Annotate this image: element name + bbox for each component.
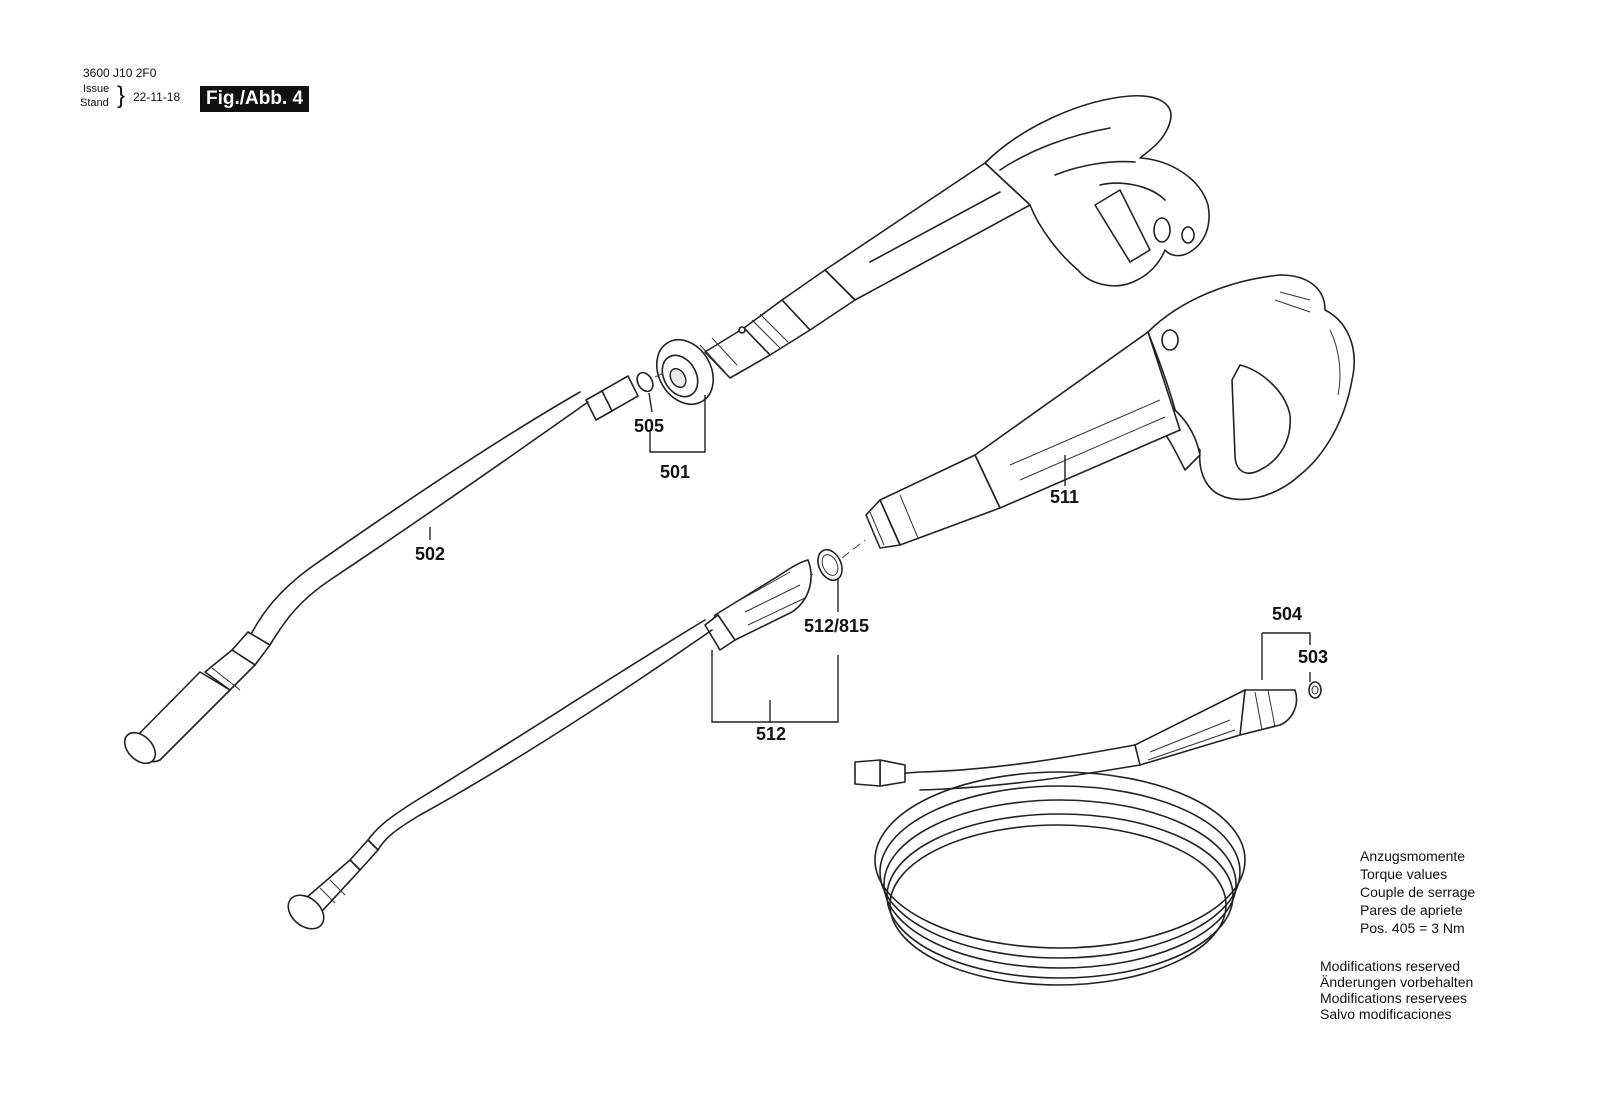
callout-503: 503 bbox=[1298, 647, 1328, 667]
document-number: 3600 J10 2F0 bbox=[83, 66, 157, 80]
issue-date: 22-11-18 bbox=[133, 90, 181, 104]
torque-note-line: Pares de apriete bbox=[1360, 902, 1463, 918]
lance-512 bbox=[287, 559, 812, 930]
callout-501: 501 bbox=[660, 462, 690, 482]
callout-512-815: 512/815 bbox=[804, 616, 869, 636]
stand-label: Stand bbox=[80, 97, 109, 109]
callout-502: 502 bbox=[415, 544, 445, 564]
figure-label: Fig./Abb. 4 bbox=[200, 86, 310, 112]
spray-gun-511 bbox=[865, 274, 1355, 549]
issue-label: Issue bbox=[83, 83, 110, 95]
header-brace: } bbox=[117, 82, 126, 109]
callout-511: 511 bbox=[1050, 487, 1079, 507]
modifications-note-line: Modifications reservees bbox=[1320, 990, 1468, 1006]
callout-512: 512 bbox=[756, 724, 786, 744]
modifications-note-line: Modifications reserved bbox=[1320, 958, 1461, 974]
callout-504: 504 bbox=[1272, 604, 1302, 624]
o-ring-815 bbox=[817, 548, 843, 582]
o-ring-505 bbox=[636, 371, 654, 393]
callout-505: 505 bbox=[634, 416, 664, 436]
o-ring-503 bbox=[1308, 681, 1322, 699]
modifications-note-line: Änderungen vorbehalten bbox=[1320, 974, 1474, 990]
torque-note-line: Torque values bbox=[1360, 866, 1448, 882]
torque-note: Anzugsmomente Torque values Couple de se… bbox=[1360, 847, 1475, 937]
hose-504 bbox=[854, 689, 1298, 986]
modifications-note-line: Salvo modificaciones bbox=[1320, 1006, 1452, 1022]
leader-lines bbox=[429, 392, 1311, 723]
modifications-note: Modifications reserved Änderungen vorbeh… bbox=[1320, 958, 1473, 1022]
lance-502 bbox=[123, 375, 639, 765]
torque-note-line: Couple de serrage bbox=[1360, 884, 1476, 900]
spray-gun-upper bbox=[655, 95, 1210, 405]
torque-note-line: Anzugsmomente bbox=[1360, 848, 1466, 864]
torque-note-line: Pos. 405 = 3 Nm bbox=[1360, 920, 1465, 936]
